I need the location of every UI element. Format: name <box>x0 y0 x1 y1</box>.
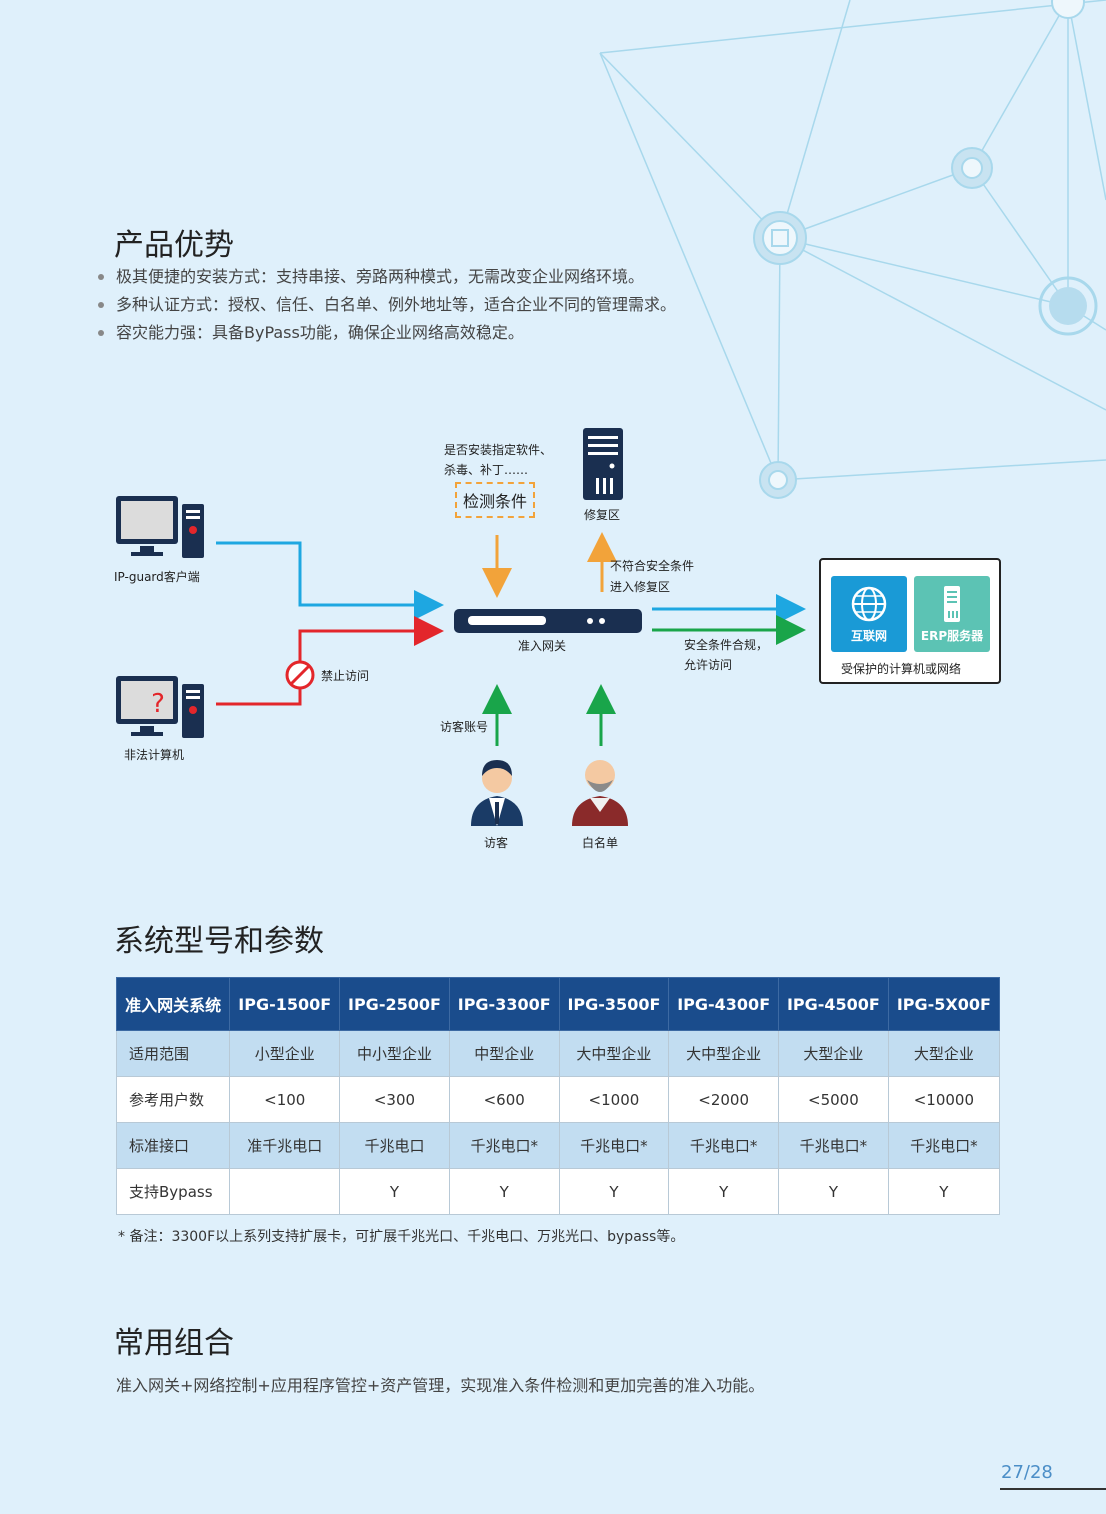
protected-label: 受保护的计算机或网络 <box>841 662 962 676</box>
gateway-device-icon <box>454 609 642 633</box>
table-cell: Y <box>558 1168 670 1215</box>
guest-account-label: 访客账号 <box>440 720 489 734</box>
repair-server-icon <box>583 428 623 500</box>
table-cell <box>229 1168 341 1215</box>
gateway-label: 准入网关 <box>518 639 567 653</box>
page-number: 27/28 <box>1001 1462 1053 1483</box>
table-cell: 千兆电口* <box>778 1122 889 1169</box>
forbid-icon <box>285 660 315 690</box>
table-cell: 大中型企业 <box>668 1030 780 1077</box>
access-gateway-diagram: ? <box>116 428 806 826</box>
table-cell: 千兆电口* <box>558 1122 670 1169</box>
client-computer-icon <box>116 496 204 558</box>
table-cell: <10000 <box>887 1076 1001 1123</box>
protected-network-box: 互联网 ERP服务器 受保护的计算机或网络 <box>819 558 1001 684</box>
table-header-cell: IPG-3300F <box>448 977 560 1031</box>
table-cell: Y <box>339 1168 450 1215</box>
table-cell: <100 <box>229 1076 341 1123</box>
table-header-cell: IPG-5X00F <box>887 977 1001 1031</box>
compliant-line1: 安全条件合规， <box>684 638 769 652</box>
table-cell: <600 <box>448 1076 560 1123</box>
list-item: 容灾能力强：具备ByPass功能，确保企业网络高效稳定。 <box>98 319 676 347</box>
table-row: 标准接口 准千兆电口 千兆电口 千兆电口* 千兆电口* 千兆电口* 千兆电口* … <box>115 1122 1001 1169</box>
table-cell: 参考用户数 <box>115 1076 231 1123</box>
spec-table: 准入网关系统 IPG-1500F IPG-2500F IPG-3300F IPG… <box>115 977 1001 1215</box>
list-item: 多种认证方式：授权、信任、白名单、例外地址等，适合企业不同的管理需求。 <box>98 291 676 319</box>
table-cell: 准千兆电口 <box>229 1122 341 1169</box>
combo-title: 常用组合 <box>114 1326 234 1361</box>
whitelist-label: 白名单 <box>582 836 619 850</box>
repair-zone-label: 修复区 <box>584 508 621 522</box>
network-node-icon <box>951 147 993 189</box>
non-compliant-line1: 不符合安全条件 <box>610 559 695 573</box>
table-header-cell: IPG-1500F <box>229 977 341 1031</box>
table-cell: <2000 <box>668 1076 780 1123</box>
table-cell: Y <box>778 1168 889 1215</box>
compliant-line2: 允许访问 <box>684 658 733 672</box>
table-cell: 千兆电口 <box>339 1122 450 1169</box>
table-cell: 大中型企业 <box>558 1030 670 1077</box>
network-node-icon <box>759 461 797 499</box>
table-note: * 备注：3300F以上系列支持扩展卡，可扩展千兆光口、千兆电口、万兆光口、by… <box>118 1229 685 1245</box>
question-mark-icon: ? <box>151 689 165 719</box>
list-item: 极其便捷的安装方式：支持串接、旁路两种模式，无需改变企业网络环境。 <box>98 263 676 291</box>
page-number-rule <box>1000 1488 1106 1490</box>
network-node-icon <box>1051 0 1085 19</box>
forbid-label: 禁止访问 <box>321 669 370 683</box>
check-note-line2: 杀毒、补丁…… <box>444 463 529 477</box>
table-header-cell: IPG-2500F <box>339 977 450 1031</box>
guest-person-icon <box>471 760 523 826</box>
table-row: 适用范围 小型企业 中小型企业 中型企业 大中型企业 大中型企业 大型企业 大型… <box>115 1030 1001 1077</box>
whitelist-person-icon <box>572 760 628 826</box>
table-row: 参考用户数 <100 <300 <600 <1000 <2000 <5000 <… <box>115 1076 1001 1123</box>
table-cell: 大型企业 <box>778 1030 889 1077</box>
client-label: IP-guard客户端 <box>114 570 200 584</box>
table-cell: 中小型企业 <box>339 1030 450 1077</box>
table-cell: 大型企业 <box>887 1030 1001 1077</box>
table-cell: <1000 <box>558 1076 670 1123</box>
illegal-computer-label: 非法计算机 <box>124 748 185 762</box>
check-note-line1: 是否安装指定软件、 <box>444 443 553 457</box>
table-cell: 千兆电口* <box>448 1122 560 1169</box>
server-icon <box>944 586 960 622</box>
table-cell: Y <box>448 1168 560 1215</box>
table-header-cell: IPG-4500F <box>778 977 889 1031</box>
table-header-cell: 准入网关系统 <box>115 977 231 1031</box>
globe-icon <box>851 586 887 622</box>
guest-label: 访客 <box>484 836 509 850</box>
erp-tile-label: ERP服务器 <box>920 629 984 643</box>
table-header-cell: IPG-4300F <box>668 977 780 1031</box>
erp-tile: ERP服务器 <box>914 576 990 652</box>
advantages-list: 极其便捷的安装方式：支持串接、旁路两种模式，无需改变企业网络环境。 多种认证方式… <box>98 263 676 347</box>
table-row: 支持Bypass Y Y Y Y Y Y <box>115 1168 1001 1215</box>
internet-tile: 互联网 <box>831 576 907 652</box>
table-header-row: 准入网关系统 IPG-1500F IPG-2500F IPG-3300F IPG… <box>115 977 1001 1031</box>
table-cell: 中型企业 <box>448 1030 560 1077</box>
table-cell: 千兆电口* <box>887 1122 1001 1169</box>
table-cell: 支持Bypass <box>115 1168 231 1215</box>
internet-tile-label: 互联网 <box>850 629 887 643</box>
non-compliant-line2: 进入修复区 <box>610 580 671 594</box>
specs-title: 系统型号和参数 <box>114 924 324 959</box>
network-node-icon <box>1038 276 1098 336</box>
advantages-title: 产品优势 <box>114 228 234 263</box>
table-cell: <5000 <box>778 1076 889 1123</box>
combo-text: 准入网关+网络控制+应用程序管控+资产管理，实现准入条件检测和更加完善的准入功能… <box>116 1376 765 1395</box>
table-cell: Y <box>887 1168 1001 1215</box>
network-node-icon <box>753 211 807 265</box>
table-header-cell: IPG-3500F <box>558 977 670 1031</box>
table-cell: <300 <box>339 1076 450 1123</box>
table-cell: 千兆电口* <box>668 1122 780 1169</box>
table-cell: 适用范围 <box>115 1030 231 1077</box>
table-cell: Y <box>668 1168 780 1215</box>
check-condition-box: 检测条件 <box>455 482 536 518</box>
table-cell: 小型企业 <box>229 1030 341 1077</box>
table-cell: 标准接口 <box>115 1122 231 1169</box>
illegal-computer-icon <box>116 676 204 738</box>
